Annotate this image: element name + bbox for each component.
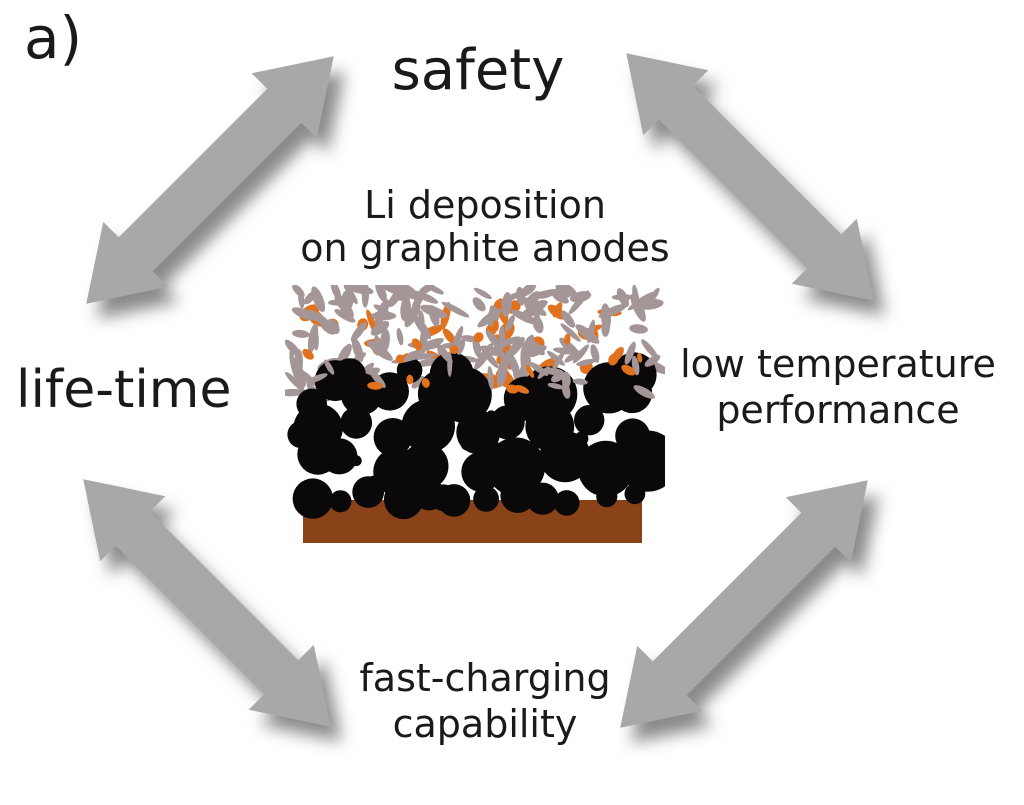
- center-caption-line2: on graphite anodes: [300, 226, 670, 271]
- center-caption: Li deposition on graphite anodes: [285, 183, 685, 271]
- factor-low-temperature-performance: low temperature performance: [663, 342, 1013, 433]
- factor-life-time: life-time: [16, 360, 232, 420]
- factor-fast-charging-capability: fast-charging capability: [335, 656, 635, 747]
- double-arrow-icon-bottom-right: [569, 480, 919, 728]
- factor-safety: safety: [391, 38, 565, 103]
- factor-right-line2: performance: [716, 387, 960, 432]
- double-arrow-icon-top-right: [575, 53, 925, 301]
- factor-right-line1: low temperature: [680, 342, 996, 386]
- graphite-anode-schematic: [285, 285, 665, 543]
- panel-label: a): [24, 4, 83, 72]
- double-arrow-icon-bottom-left: [32, 479, 382, 727]
- center-caption-line1: Li deposition: [364, 183, 606, 227]
- factor-bottom-line1: fast-charging: [359, 656, 611, 700]
- double-arrow-icon-top-left: [35, 56, 385, 304]
- factor-bottom-line2: capability: [392, 701, 578, 746]
